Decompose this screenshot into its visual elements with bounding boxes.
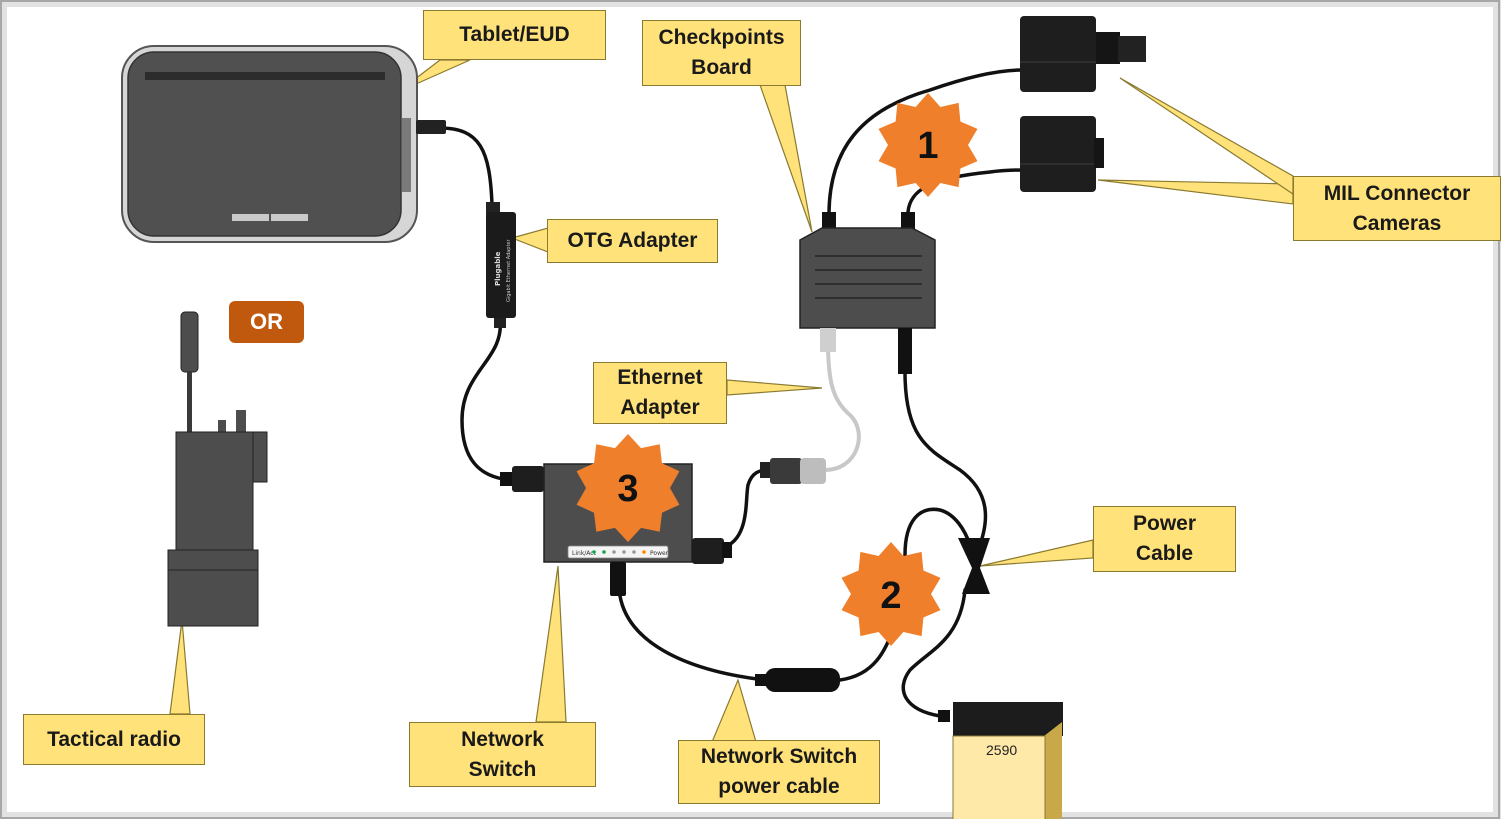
step-number-3: 3 (617, 468, 638, 510)
switch-panel-linkact: Link/Act (572, 550, 597, 557)
cable-switch-power-left (618, 594, 767, 682)
battery-label: 2590 (986, 742, 1017, 758)
camera-top-device (1020, 16, 1146, 92)
pointer-power-cable (979, 539, 1094, 567)
cable-power-loop (903, 507, 972, 557)
ethernet-cable (824, 339, 861, 472)
label-power-cable: Power Cable (1093, 506, 1236, 572)
step-badge-1: 1 (878, 93, 978, 197)
ethernet-adapter-device (760, 458, 826, 484)
otg-adapter-device: Plugable Gigabit Ethernet Adapter (486, 202, 516, 328)
label-tactical-radio: Tactical radio (23, 714, 205, 765)
otg-model-text: Gigabit Ethernet Adapter (506, 238, 512, 302)
step-number-2: 2 (880, 575, 901, 617)
label-ethernet-adapter: Ethernet Adapter (593, 362, 727, 424)
label-checkpoints-board: Checkpoints Board (642, 20, 801, 86)
step-badge-2: 2 (841, 542, 941, 646)
tactical-radio-device (167, 311, 268, 627)
pointer-camera-bottom (1097, 179, 1294, 205)
label-network-switch: Network Switch (409, 722, 596, 787)
cable-power-battery (901, 588, 967, 718)
label-tablet: Tablet/EUD (423, 10, 606, 60)
cable-tablet-otg (438, 126, 494, 207)
tablet-device (121, 45, 446, 243)
checkpoints-board-device (799, 212, 936, 374)
step-number-1: 1 (917, 125, 938, 167)
cable-otg-switch (460, 316, 514, 482)
or-badge: OR (229, 301, 304, 343)
cable-switch-ethernet (720, 468, 770, 550)
pointer-ethernet (726, 379, 823, 396)
switch-panel-power: Power (650, 550, 669, 557)
label-mil-cameras: MIL Connector Cameras (1293, 176, 1501, 241)
pointer-otg (510, 227, 549, 253)
cable-board-camera2 (906, 168, 1024, 214)
switch-power-brick (755, 668, 840, 692)
label-otg-adapter: OTG Adapter (547, 219, 718, 263)
step-badge-3: 3 (576, 434, 680, 542)
cable-board-power (903, 370, 988, 552)
label-switch-power-cable: Network Switch power cable (678, 740, 880, 804)
power-cable-connector (958, 538, 990, 594)
otg-brand-text: Plugable (494, 251, 502, 286)
cable-board-camera1 (827, 68, 1024, 214)
battery-device: 2590 (938, 702, 1063, 819)
pointer-switch (535, 565, 567, 723)
pointer-camera-top (1119, 77, 1294, 196)
camera-bottom-device (1020, 116, 1104, 192)
pointer-switch-power (711, 678, 757, 743)
pointer-radio (169, 619, 191, 715)
pointer-board (759, 84, 813, 233)
